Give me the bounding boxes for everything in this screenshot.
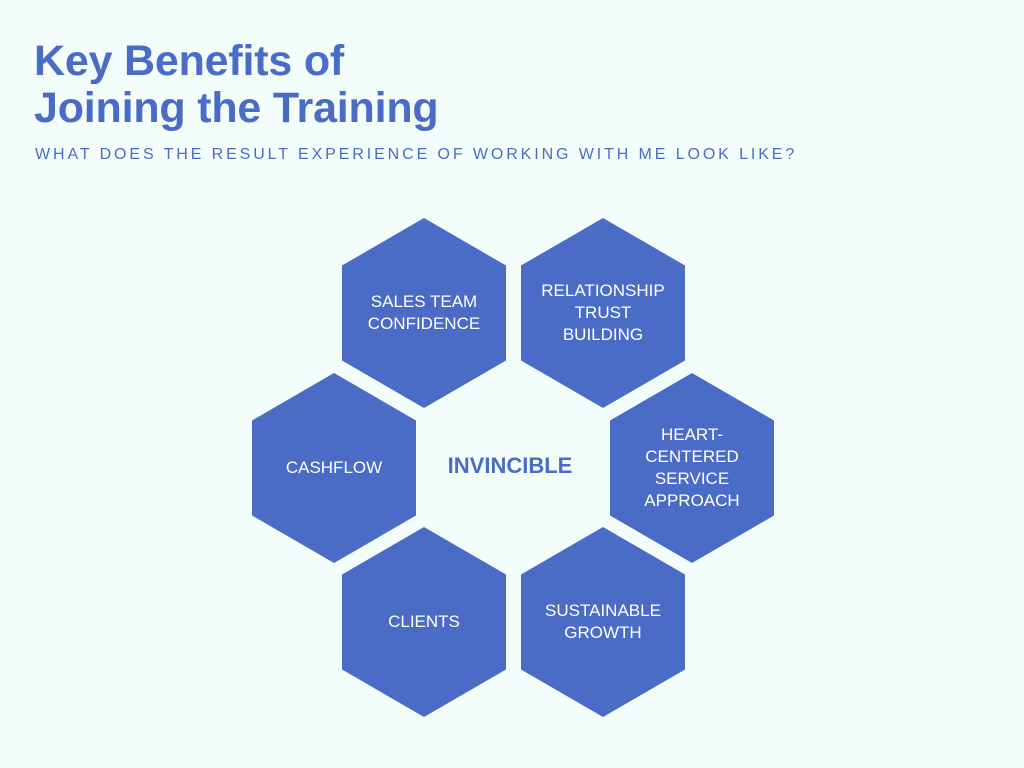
hexagon-label: HEART- CENTERED SERVICE APPROACH xyxy=(644,424,739,512)
hexagon-label-line: RELATIONSHIP xyxy=(541,281,665,300)
hexagon-cashflow: CASHFLOW xyxy=(252,373,416,563)
hexagon-sales-team-confidence: SALES TEAM CONFIDENCE xyxy=(342,218,506,408)
hexagon-relationship-trust-building: RELATIONSHIP TRUST BUILDING xyxy=(521,218,685,408)
hexagon-label-line: SUSTAINABLE xyxy=(545,601,661,620)
hexagon-label: SUSTAINABLE GROWTH xyxy=(545,600,661,644)
hexagon-label-line: HEART- xyxy=(660,425,724,444)
hexagon-label: CASHFLOW xyxy=(286,457,382,479)
page-title: Key Benefits of Joining the Training xyxy=(34,38,439,132)
hexagon-label-line: TRUST xyxy=(574,303,632,322)
hexagon-label: SALES TEAM CONFIDENCE xyxy=(368,291,480,335)
title-line-2: Joining the Training xyxy=(34,84,439,132)
page-subtitle: WHAT DOES THE RESULT EXPERIENCE OF WORKI… xyxy=(35,146,798,163)
hexagon-label: CLIENTS xyxy=(388,611,460,633)
center-label-invincible: INVINCIBLE xyxy=(447,453,573,478)
title-line-1: Key Benefits of xyxy=(34,37,345,85)
hexagon-label-line: CLIENTS xyxy=(388,612,460,631)
hexagon-label-line: GROWTH xyxy=(564,623,642,642)
hexagon-heart-centered-service-approach: HEART- CENTERED SERVICE APPROACH xyxy=(610,373,774,563)
hexagon-label-line: SALES TEAM xyxy=(370,292,478,311)
hexagon-label-line: BUILDING xyxy=(562,325,644,344)
hexagon-label-line: CENTERED xyxy=(645,447,739,466)
hexagon-label-line: SERVICE xyxy=(654,469,730,488)
hexagon-label: RELATIONSHIP TRUST BUILDING xyxy=(541,280,664,346)
hexagon-label-line: CONFIDENCE xyxy=(367,314,481,333)
hexagon-sustainable-growth: SUSTAINABLE GROWTH xyxy=(521,527,685,717)
hexagon-label-line: APPROACH xyxy=(644,491,740,510)
hexagon-clients: CLIENTS xyxy=(342,527,506,717)
hexagon-label-line: CASHFLOW xyxy=(285,458,383,477)
